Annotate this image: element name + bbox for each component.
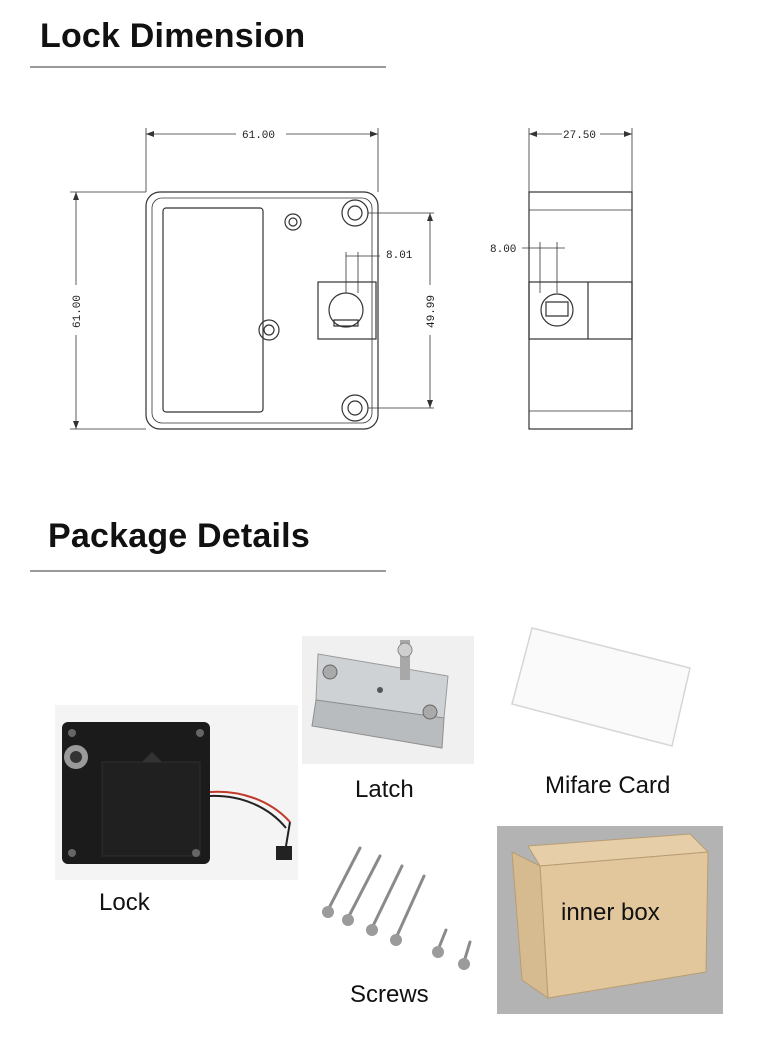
inner-box-caption: inner box bbox=[561, 899, 660, 926]
battery-compartment bbox=[162, 207, 264, 413]
side-depth-label: 27.50 bbox=[563, 130, 596, 142]
lock-dimension-title: Lock Dimension bbox=[40, 17, 306, 55]
section-divider bbox=[30, 66, 386, 68]
latch-caption: Latch bbox=[355, 776, 414, 803]
front-view-outline bbox=[145, 191, 379, 430]
side-cylinder bbox=[540, 293, 574, 327]
hole-spacing-label: 49.99 bbox=[426, 295, 438, 328]
side-offset-label: 8.00 bbox=[490, 244, 516, 256]
screws-photo-bg bbox=[312, 845, 478, 975]
front-width-label: 61.00 bbox=[242, 130, 275, 142]
front-height-label: 61.00 bbox=[72, 295, 84, 328]
lock-caption: Lock bbox=[99, 889, 150, 916]
inner-box-photo bbox=[511, 833, 710, 999]
mifare-card-photo bbox=[511, 627, 691, 747]
package-details-title: Package Details bbox=[48, 517, 310, 555]
lock-photo bbox=[62, 722, 292, 864]
section-divider bbox=[30, 570, 386, 572]
cylinder-housing bbox=[317, 281, 377, 340]
latch-photo bbox=[311, 640, 449, 749]
mifare-card-caption: Mifare Card bbox=[545, 772, 671, 799]
screws-photo bbox=[326, 846, 472, 964]
cylinder-offset-label: 8.01 bbox=[386, 250, 413, 262]
screws-caption: Screws bbox=[350, 981, 429, 1008]
